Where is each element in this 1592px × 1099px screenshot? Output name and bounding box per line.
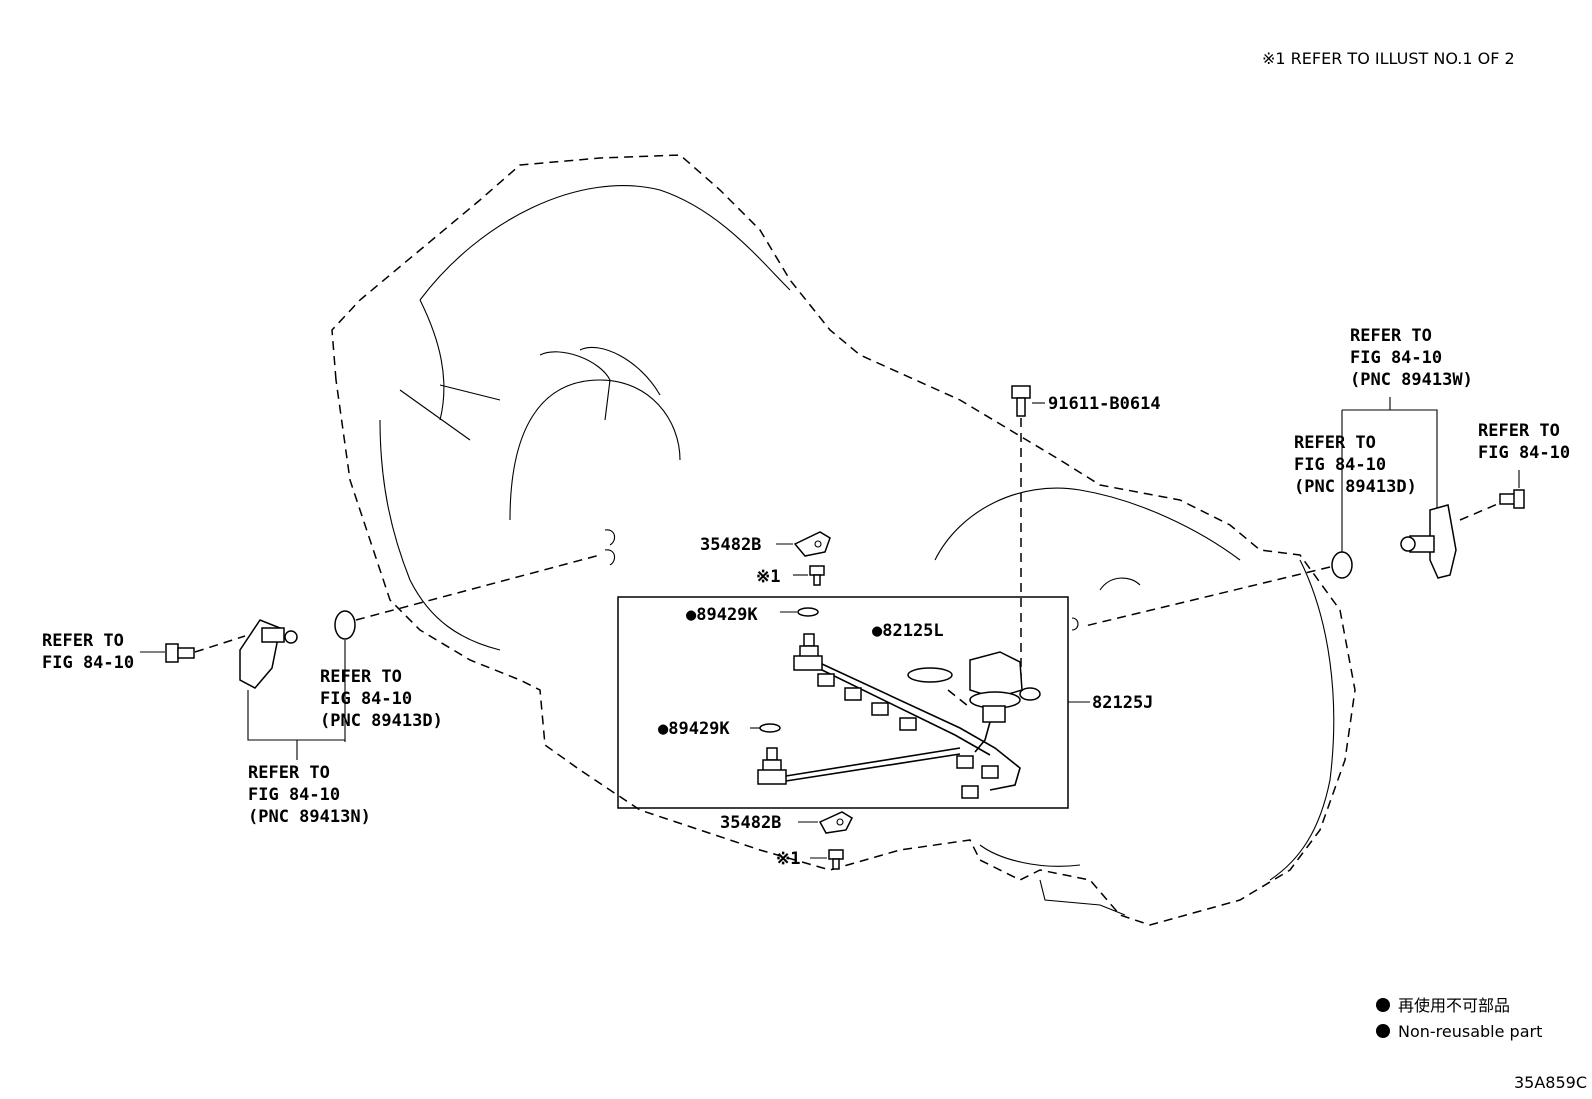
wire-harness-icon	[757, 633, 1041, 799]
left-speed-sensor-icon	[239, 619, 298, 689]
top-bolt-icon	[1011, 385, 1031, 417]
refer-left-sensor-line1: REFER TO	[248, 763, 330, 783]
label-bolt-top: 91611-B0614	[1048, 394, 1161, 414]
refer-left-bolt-line1: REFER TO	[42, 631, 124, 651]
label-oring-upper: ●89429K	[686, 605, 758, 625]
header-note: ※1 REFER TO ILLUST NO.1 OF 2	[1262, 49, 1515, 68]
lower-bracket-icon	[818, 811, 853, 834]
label-ref-mark-upper: ※1	[756, 567, 780, 587]
refer-right-sensor-line2: FIG 84-10	[1350, 348, 1442, 368]
refer-left-sensor-line2: FIG 84-10	[248, 785, 340, 805]
left-oring-icon	[334, 610, 356, 640]
refer-right-sensor-line1: REFER TO	[1350, 326, 1432, 346]
label-oring-lower: ●89429K	[658, 719, 730, 739]
label-bracket-lower: 35482B	[720, 813, 781, 833]
right-sensor-group	[1084, 397, 1525, 627]
refer-left-oring-line1: REFER TO	[320, 667, 402, 687]
lower-screw-icon	[828, 849, 844, 870]
legend-jp: 再使用不可部品	[1398, 996, 1510, 1015]
label-harness: 82125J	[1092, 693, 1153, 713]
figure-code: 35A859C	[1514, 1073, 1587, 1092]
gasket-icon	[907, 667, 953, 683]
right-bolt-icon	[1499, 489, 1525, 509]
legend-bullet-icon-en	[1376, 1024, 1390, 1038]
upper-screw-icon	[809, 565, 825, 586]
legend: 再使用不可部品 Non-reusable part	[1376, 996, 1542, 1041]
refer-right-oring-line3: (PNC 89413D)	[1294, 477, 1417, 497]
refer-left-oring-line2: FIG 84-10	[320, 689, 412, 709]
label-ref-mark-lower: ※1	[776, 849, 800, 869]
refer-right-bolt-line1: REFER TO	[1478, 421, 1560, 441]
refer-left-oring-line3: (PNC 89413D)	[320, 711, 443, 731]
transmission-outline	[331, 154, 1356, 926]
refer-left-bolt-line2: FIG 84-10	[42, 653, 134, 673]
refer-right-bolt-line2: FIG 84-10	[1478, 443, 1570, 463]
refer-left-sensor-line3: (PNC 89413N)	[248, 807, 371, 827]
label-bracket-upper: 35482B	[700, 535, 761, 555]
refer-right-oring-line1: REFER TO	[1294, 433, 1376, 453]
upper-bracket-icon	[793, 531, 831, 557]
left-sensor-group	[140, 554, 601, 760]
refer-right-oring-line2: FIG 84-10	[1294, 455, 1386, 475]
label-gasket: ●82125L	[872, 621, 944, 641]
legend-en: Non-reusable part	[1398, 1022, 1542, 1041]
right-oring-icon	[1331, 551, 1353, 579]
right-speed-sensor-icon	[1400, 504, 1457, 579]
refer-right-sensor-line3: (PNC 89413W)	[1350, 370, 1473, 390]
upper-small-oring-icon	[797, 607, 819, 617]
lower-small-oring-icon	[759, 723, 781, 733]
legend-bullet-icon-jp	[1376, 998, 1390, 1012]
left-bolt-icon	[165, 643, 195, 663]
